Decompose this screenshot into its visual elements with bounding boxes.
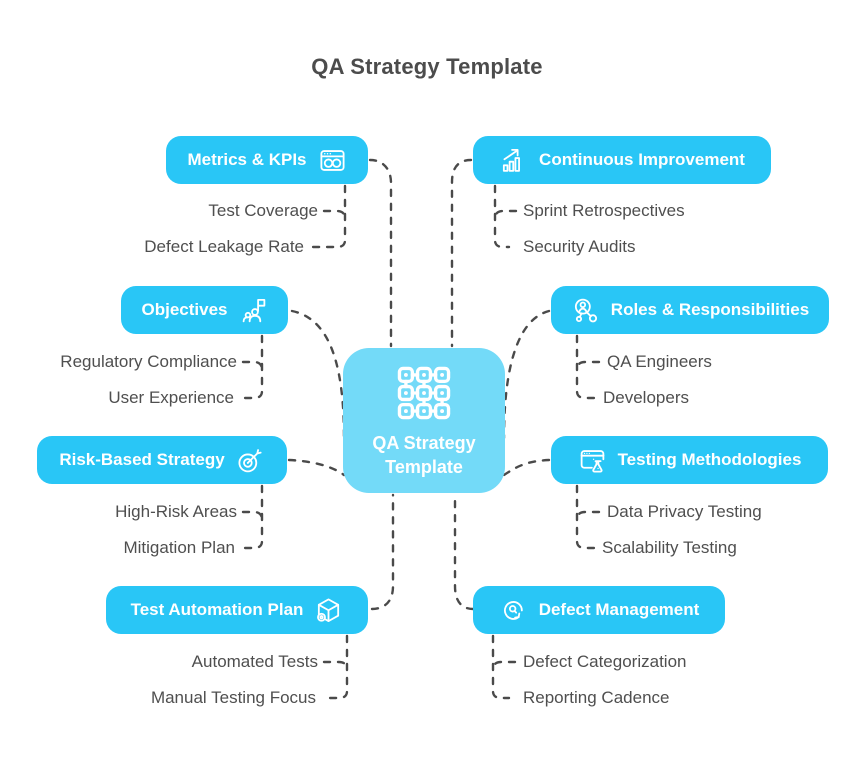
branch-node-roles-responsibilities[interactable]: Roles & Responsibilities xyxy=(551,286,829,334)
branch-node-risk-based-strategy[interactable]: Risk-Based Strategy xyxy=(37,436,287,484)
leader-flag-icon xyxy=(239,296,268,325)
leaf-item[interactable]: Automated Tests xyxy=(191,652,318,671)
branch-node-defect-management[interactable]: Defect Management xyxy=(473,586,725,634)
branch-label: Test Automation Plan xyxy=(130,600,304,619)
branch-label: Risk-Based Strategy xyxy=(59,450,225,469)
leaf-item[interactable]: Sprint Retrospectives xyxy=(523,201,685,220)
dashboard-counter-icon xyxy=(318,146,347,175)
branch-node-test-automation-plan[interactable]: Test Automation Plan xyxy=(106,586,368,634)
branch-label: Testing Methodologies xyxy=(617,450,802,469)
growth-chart-icon xyxy=(499,146,528,175)
center-node[interactable]: QA Strategy Template xyxy=(343,348,505,493)
branch-label: Roles & Responsibilities xyxy=(610,300,810,319)
leaf-item[interactable]: Security Audits xyxy=(523,237,636,256)
branch-label: Objectives xyxy=(141,300,228,319)
grid-network-icon xyxy=(393,362,455,424)
leaf-item[interactable]: Scalability Testing xyxy=(602,538,737,557)
leaf-item[interactable]: Test Coverage xyxy=(208,201,318,220)
target-dart-icon xyxy=(236,446,265,475)
leaf-item[interactable]: QA Engineers xyxy=(607,352,712,371)
leaf-item[interactable]: Mitigation Plan xyxy=(123,538,235,557)
leaf-item[interactable]: High-Risk Areas xyxy=(115,502,237,521)
branch-node-testing-methodologies[interactable]: Testing Methodologies xyxy=(551,436,828,484)
refresh-bug-icon xyxy=(499,596,528,625)
leaf-item[interactable]: Defect Leakage Rate xyxy=(144,237,304,256)
branch-node-metrics-kpis[interactable]: Metrics & KPIs xyxy=(166,136,368,184)
leaf-item[interactable]: Developers xyxy=(603,388,689,407)
leaf-item[interactable]: Manual Testing Focus xyxy=(150,688,316,707)
branch-label: Defect Management xyxy=(538,600,700,619)
center-label: QA Strategy Template xyxy=(372,433,476,477)
browser-flask-icon xyxy=(578,446,607,475)
branch-label: Continuous Improvement xyxy=(539,150,745,169)
diagram-title: QA Strategy Template xyxy=(311,54,543,79)
leaf-item[interactable]: Reporting Cadence xyxy=(523,688,670,707)
leaf-item[interactable]: Regulatory Compliance xyxy=(60,352,237,371)
leaf-item[interactable]: Defect Categorization xyxy=(523,652,687,671)
branch-node-objectives[interactable]: Objectives xyxy=(121,286,288,334)
leaf-item[interactable]: Data Privacy Testing xyxy=(607,502,762,521)
branch-label: Metrics & KPIs xyxy=(187,150,307,169)
branch-node-continuous-improvement[interactable]: Continuous Improvement xyxy=(473,136,771,184)
person-network-icon xyxy=(571,296,600,325)
cube-gear-icon xyxy=(314,596,343,625)
leaf-item[interactable]: User Experience xyxy=(108,388,234,407)
